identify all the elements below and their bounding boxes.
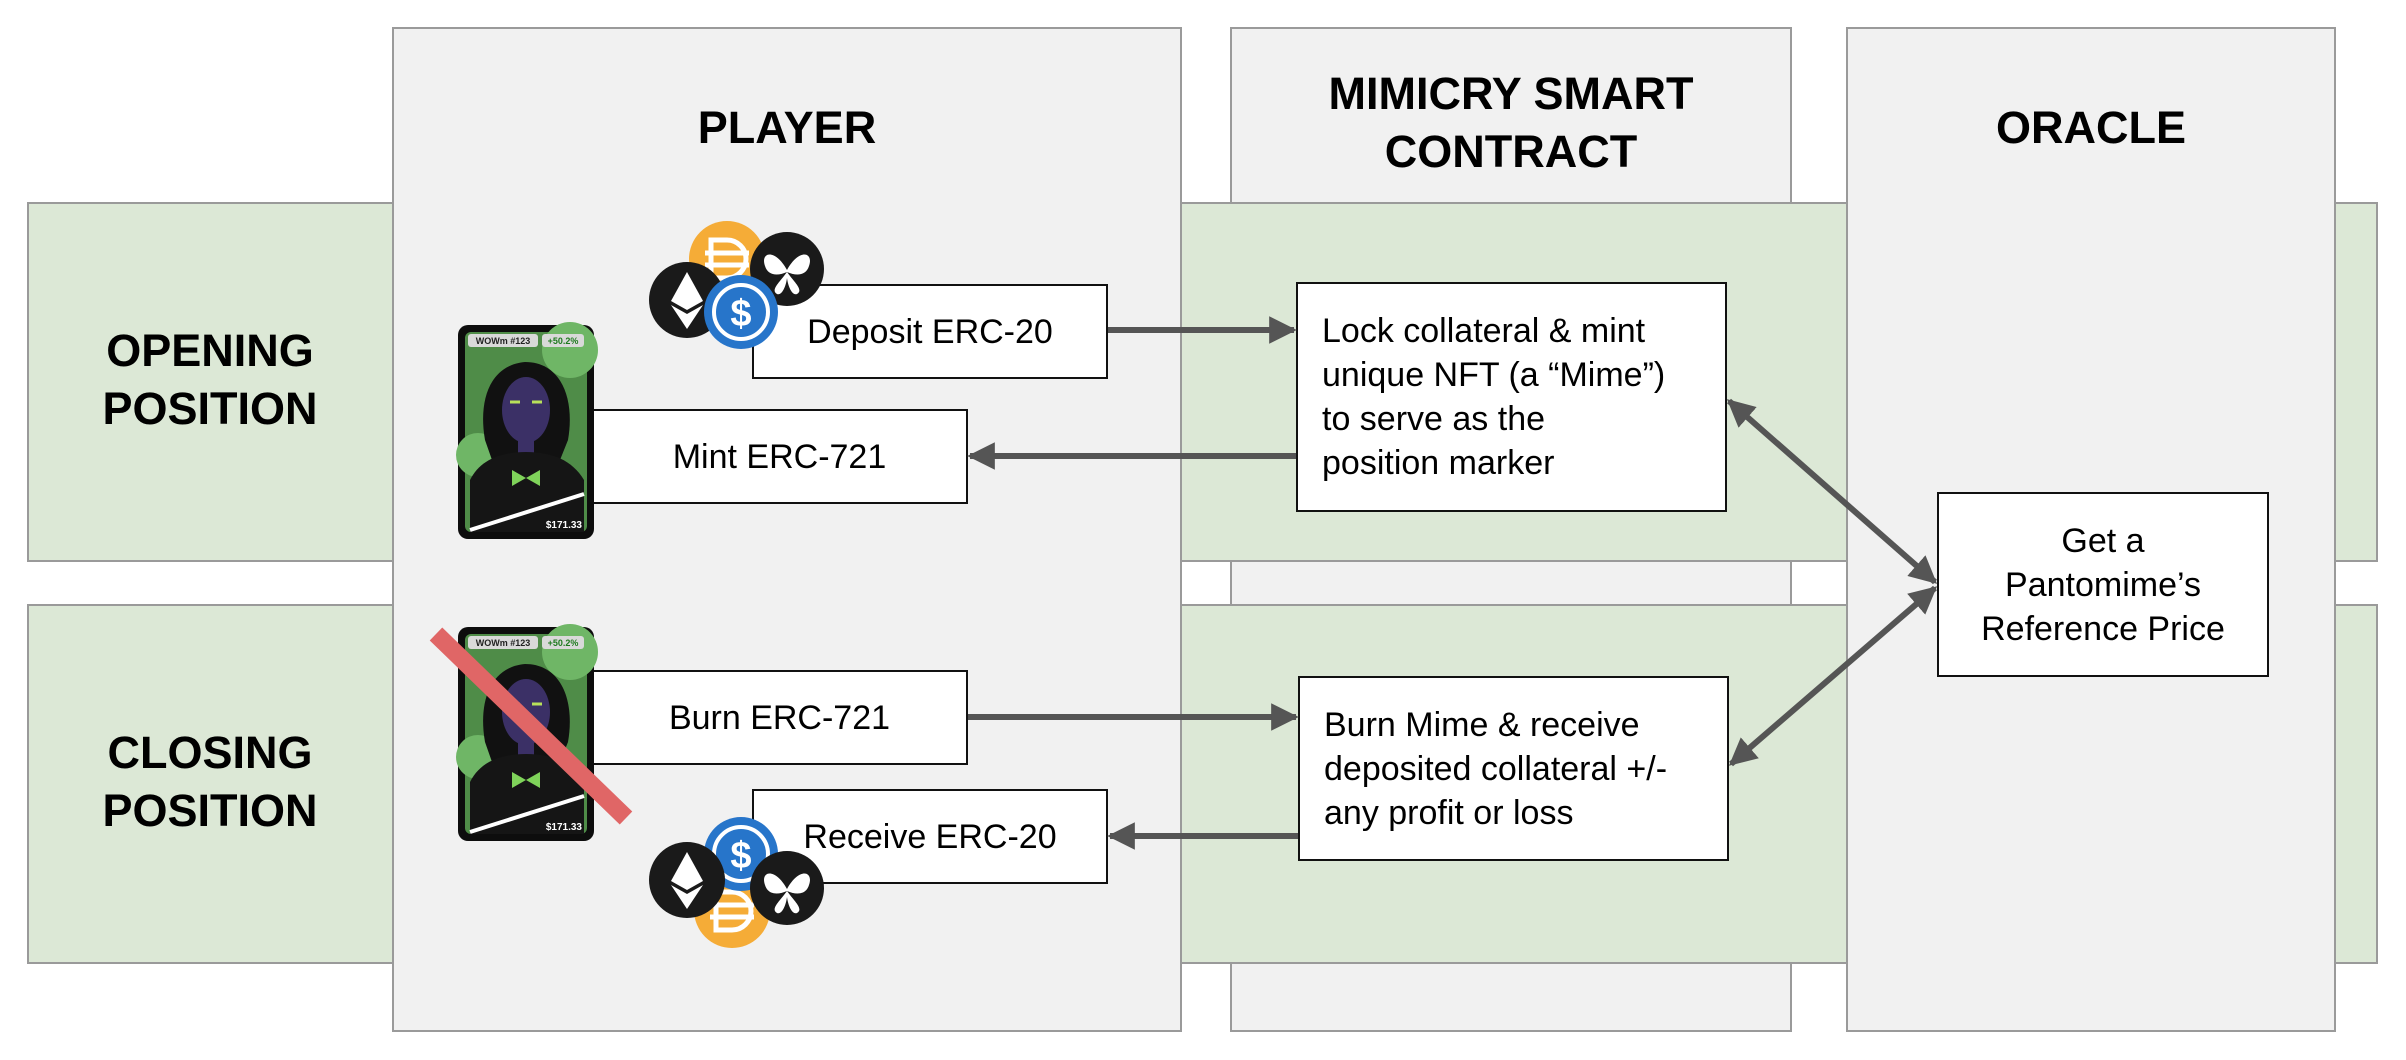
lock-collateral-text: Lock collateral & mint unique NFT (a “Mi… — [1322, 312, 1666, 482]
nft-title: WOWm #123 — [476, 638, 531, 648]
burn-mime-box: Burn Mime & receive deposited collateral… — [1298, 676, 1729, 861]
burn-erc721-box: Burn ERC-721 — [591, 670, 968, 765]
reference-price-box: Get a Pantomime’s Reference Price — [1937, 492, 2269, 677]
burn-mime-text: Burn Mime & receive deposited collateral… — [1324, 705, 1668, 832]
nft-price: $171.33 — [546, 520, 583, 531]
nft-change: +50.2% — [548, 638, 579, 648]
nft-card-opening: WOWm #123 +50.2% $171.33 — [456, 322, 598, 539]
butterfly-icon — [750, 851, 824, 925]
opening-position-label: OPENING POSITION — [102, 325, 318, 434]
nft-price: $171.33 — [546, 822, 583, 833]
closing-position-label: CLOSING POSITION — [102, 727, 318, 836]
player-column-title: PLAYER — [697, 102, 877, 153]
reference-price-text: Get a Pantomime’s Reference Price — [1981, 521, 2225, 648]
ethereum-icon — [649, 842, 725, 918]
svg-text:$: $ — [730, 835, 751, 877]
mint-erc721-box: Mint ERC-721 — [591, 409, 968, 504]
nft-title: WOWm #123 — [476, 336, 531, 346]
oracle-column-title: ORACLE — [1996, 102, 2186, 153]
closing-token-cluster: $ — [649, 817, 824, 948]
opening-token-cluster: $ — [649, 221, 824, 349]
usdc-icon: $ — [704, 275, 778, 349]
lock-collateral-box: Lock collateral & mint unique NFT (a “Mi… — [1296, 282, 1727, 512]
arrow-burn-oracle — [1728, 585, 1938, 767]
burn-strike-mark — [429, 627, 633, 825]
nft-change: +50.2% — [548, 336, 579, 346]
svg-text:$: $ — [730, 293, 751, 335]
arrow-lock-oracle — [1726, 398, 1938, 585]
contract-column-title: MIMICRY SMART CONTRACT — [1328, 68, 1694, 177]
deposit-erc20-box: Deposit ERC-20 — [752, 284, 1108, 379]
